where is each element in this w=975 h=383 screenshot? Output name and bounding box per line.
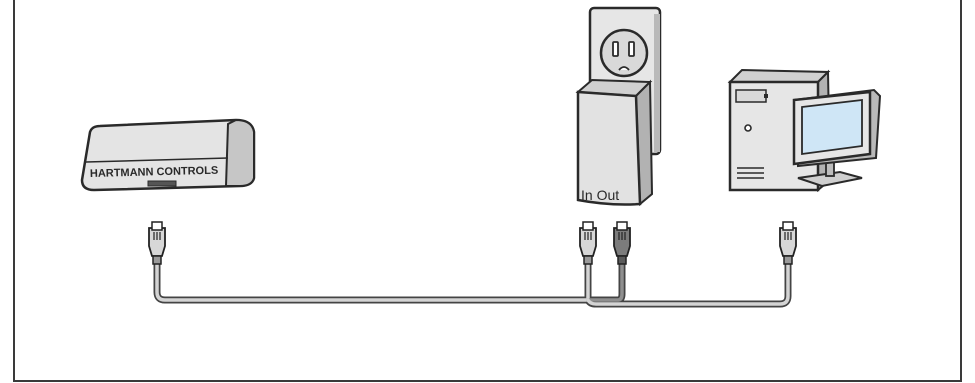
- computer: [730, 70, 880, 190]
- hvac-unit: HARTMANN CONTROLS: [82, 120, 254, 190]
- cable-network: [157, 262, 788, 304]
- power-button-icon: [745, 125, 751, 131]
- power-adapter: In Out: [578, 80, 652, 205]
- connector-adapter-out: [614, 222, 630, 264]
- connector-adapter-in: [580, 222, 596, 264]
- monitor-screen: [802, 100, 862, 154]
- adapter-port-labels: In Out: [581, 187, 619, 203]
- connector-hvac: [149, 222, 165, 264]
- connector-computer: [780, 222, 796, 264]
